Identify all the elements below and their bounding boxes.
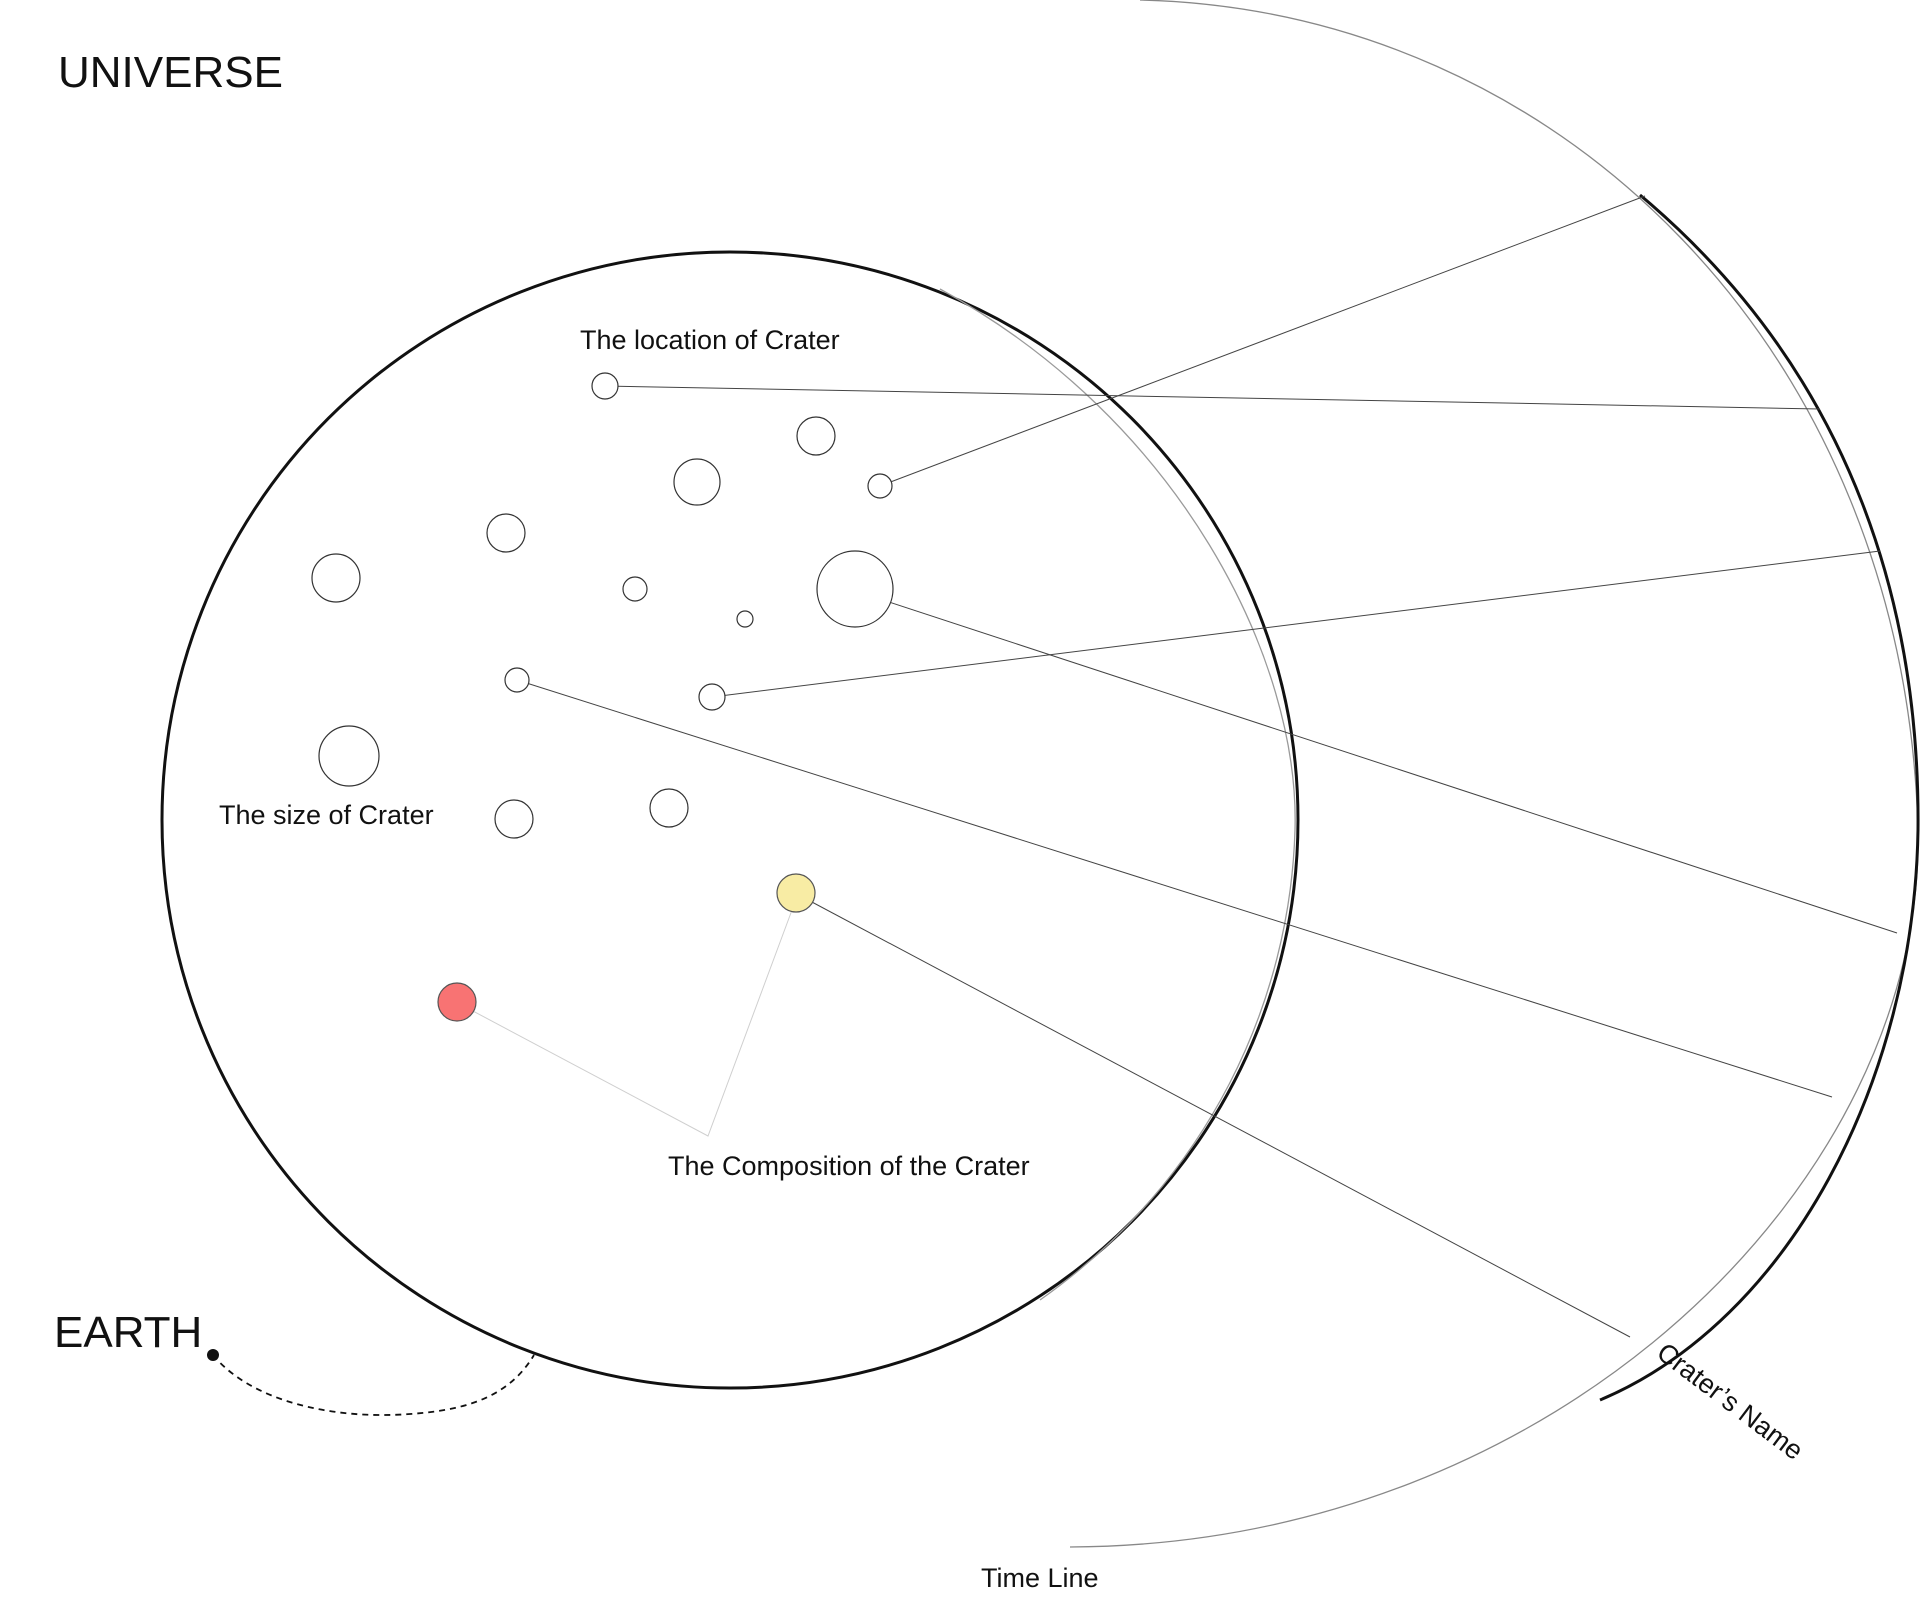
crater (486, 513, 526, 553)
composition-crater-yellow (776, 873, 816, 913)
crater (622, 576, 648, 602)
composition-link-line (455, 909, 793, 1137)
crater (673, 458, 721, 506)
earth-edge-arc (939, 288, 1296, 1301)
crater (698, 683, 726, 711)
crater (504, 667, 530, 693)
universe-ellipse-bold-arc (1599, 193, 1920, 1402)
earth-circle (160, 250, 1300, 1390)
crater (318, 725, 380, 787)
crater-link-line-1 (879, 195, 1646, 487)
crater-link-line-2 (711, 550, 1881, 698)
crater-link-line-4 (516, 679, 1833, 1098)
location-link-line (603, 385, 1821, 410)
earth-label: EARTH (54, 1308, 202, 1357)
crater (311, 553, 361, 603)
location-label: The location of Crater (580, 325, 840, 355)
earth-marker-dot (207, 1349, 219, 1361)
crater (591, 372, 619, 400)
crater-name-link-line (794, 892, 1631, 1338)
earth-dashed-path (212, 1354, 535, 1416)
crater (796, 416, 836, 456)
composition-label: The Composition of the Crater (668, 1151, 1030, 1181)
universe-label: UNIVERSE (58, 48, 283, 97)
size-label: The size of Crater (219, 800, 434, 830)
crater (649, 788, 689, 828)
crater (494, 799, 534, 839)
crater (816, 550, 894, 628)
composition-crater-red (437, 982, 477, 1022)
crater (867, 473, 893, 499)
timeline-label: Time Line (981, 1563, 1099, 1593)
crater (736, 610, 754, 628)
crater-name-label: Crater’s Name (1651, 1337, 1808, 1466)
universe-ellipse (1069, 0, 1919, 1548)
crater-link-line-3 (882, 599, 1898, 934)
